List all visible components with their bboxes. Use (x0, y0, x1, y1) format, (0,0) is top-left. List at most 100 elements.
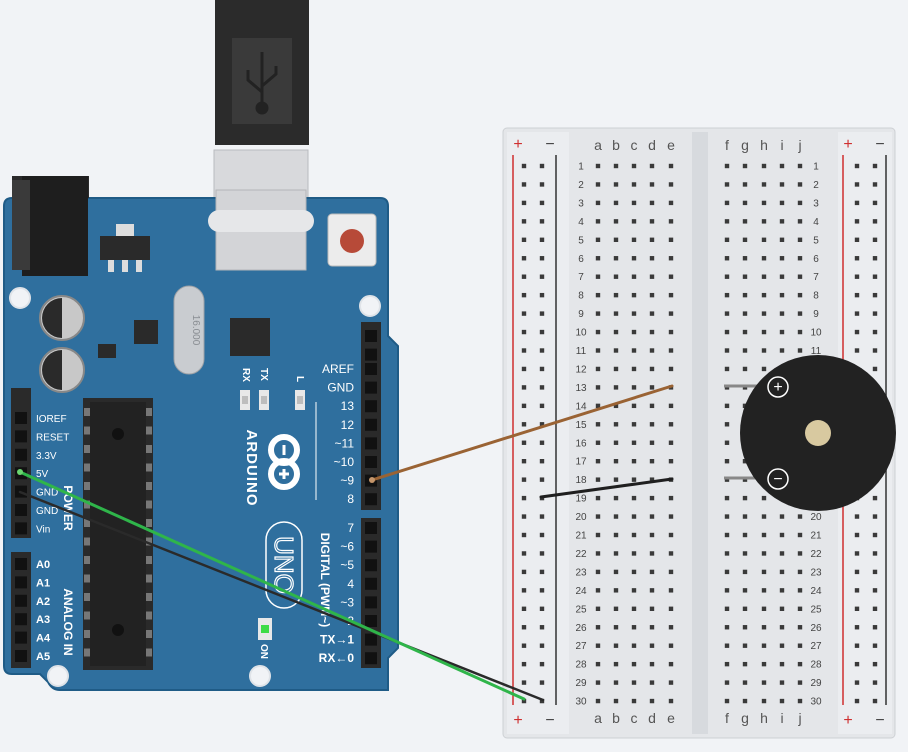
hole[interactable] (649, 422, 655, 427)
hole[interactable] (613, 569, 619, 575)
hole[interactable] (613, 680, 619, 685)
hole[interactable] (797, 163, 803, 169)
hole[interactable] (724, 514, 730, 519)
hole[interactable] (631, 551, 637, 556)
hole[interactable] (761, 606, 767, 611)
hole[interactable] (761, 625, 767, 630)
hole[interactable] (631, 661, 637, 667)
hole[interactable] (595, 532, 601, 538)
hole[interactable] (595, 422, 601, 427)
rail-hole[interactable] (854, 329, 860, 335)
hole[interactable] (668, 200, 674, 206)
hole[interactable] (761, 551, 767, 556)
hole[interactable] (649, 256, 655, 261)
hole[interactable] (742, 569, 748, 575)
rail-hole[interactable] (521, 643, 527, 648)
hole[interactable] (649, 366, 655, 372)
rail-hole[interactable] (872, 256, 878, 261)
hole[interactable] (797, 292, 803, 298)
hole[interactable] (724, 256, 730, 261)
hole[interactable] (631, 403, 637, 409)
hole[interactable] (595, 551, 601, 556)
hole[interactable] (668, 237, 674, 242)
hole[interactable] (649, 292, 655, 298)
hole[interactable] (761, 256, 767, 261)
rail-hole[interactable] (872, 163, 878, 169)
hole[interactable] (595, 440, 601, 445)
hole[interactable] (668, 495, 674, 501)
hole[interactable] (649, 219, 655, 224)
hole[interactable] (668, 625, 674, 630)
hole[interactable] (742, 237, 748, 242)
rail-hole[interactable] (872, 643, 878, 648)
rail-hole[interactable] (521, 625, 527, 630)
hole[interactable] (668, 182, 674, 187)
header-socket[interactable] (365, 330, 377, 342)
hole[interactable] (668, 606, 674, 611)
hole[interactable] (595, 182, 601, 187)
hole[interactable] (613, 385, 619, 390)
hole[interactable] (595, 292, 601, 298)
hole[interactable] (668, 551, 674, 556)
rail-hole[interactable] (521, 163, 527, 169)
hole[interactable] (613, 163, 619, 169)
rail-hole[interactable] (854, 237, 860, 242)
header-socket[interactable] (365, 437, 377, 450)
rail-hole[interactable] (872, 200, 878, 206)
hole[interactable] (779, 163, 785, 169)
hole[interactable] (742, 256, 748, 261)
hole[interactable] (595, 514, 601, 519)
hole[interactable] (779, 625, 785, 630)
rail-hole[interactable] (539, 292, 545, 298)
rail-hole[interactable] (872, 237, 878, 242)
rail-hole[interactable] (539, 163, 545, 169)
hole[interactable] (724, 625, 730, 630)
rail-hole[interactable] (854, 551, 860, 556)
hole[interactable] (797, 329, 803, 335)
hole[interactable] (761, 219, 767, 224)
hole[interactable] (595, 274, 601, 279)
hole[interactable] (761, 329, 767, 335)
hole[interactable] (761, 292, 767, 298)
rail-hole[interactable] (521, 366, 527, 372)
rail-hole[interactable] (521, 477, 527, 482)
hole[interactable] (613, 348, 619, 353)
hole[interactable] (724, 588, 730, 593)
hole[interactable] (797, 219, 803, 224)
hole[interactable] (779, 606, 785, 611)
rail-hole[interactable] (539, 459, 545, 464)
header-socket[interactable] (365, 577, 377, 590)
rail-hole[interactable] (539, 680, 545, 685)
hole[interactable] (797, 680, 803, 685)
hole[interactable] (724, 698, 730, 704)
5v-wire[interactable] (18, 470, 526, 701)
rail-hole[interactable] (854, 569, 860, 575)
rail-hole[interactable] (872, 366, 878, 372)
hole[interactable] (742, 366, 748, 372)
hole[interactable] (613, 256, 619, 261)
header-socket[interactable] (15, 448, 27, 461)
hole[interactable] (668, 680, 674, 685)
hole[interactable] (724, 292, 730, 298)
hole[interactable] (631, 274, 637, 279)
hole[interactable] (779, 551, 785, 556)
header-socket[interactable] (365, 363, 377, 375)
rail-hole[interactable] (854, 182, 860, 187)
rail-hole[interactable] (521, 422, 527, 427)
hole[interactable] (595, 403, 601, 409)
rail-hole[interactable] (521, 606, 527, 611)
hole[interactable] (797, 625, 803, 630)
rail-hole[interactable] (539, 385, 545, 390)
hole[interactable] (724, 163, 730, 169)
hole[interactable] (649, 163, 655, 169)
hole[interactable] (595, 256, 601, 261)
hole[interactable] (779, 661, 785, 667)
rail-hole[interactable] (521, 329, 527, 335)
rail-hole[interactable] (872, 661, 878, 667)
hole[interactable] (649, 514, 655, 519)
hole[interactable] (668, 311, 674, 316)
hole[interactable] (761, 182, 767, 187)
hole[interactable] (613, 698, 619, 704)
hole[interactable] (668, 329, 674, 335)
header-socket[interactable] (15, 558, 27, 570)
